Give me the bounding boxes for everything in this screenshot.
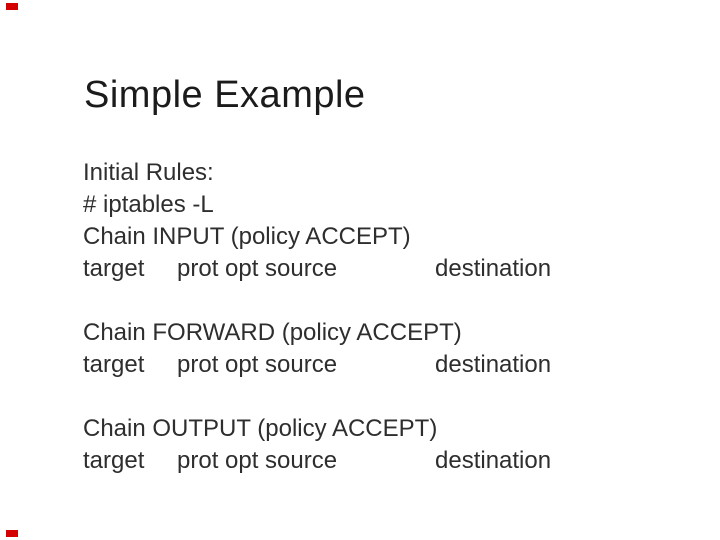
column-prot-opt-source: prot opt source: [177, 351, 338, 378]
column-target: target: [83, 255, 145, 282]
chain-output-header-row: target prot opt source destination: [83, 445, 683, 477]
slide-body: Initial Rules: # iptables -L Chain INPUT…: [83, 157, 683, 477]
red-corner-mark-bottom-left: [6, 530, 18, 537]
column-destination: destination: [435, 351, 552, 378]
chain-output-heading: Chain OUTPUT (policy ACCEPT): [83, 415, 438, 442]
iptables-command-line: # iptables -L: [83, 191, 214, 218]
section-forward-chain: Chain FORWARD (policy ACCEPT) target prot…: [83, 317, 683, 381]
chain-input-heading: Chain INPUT (policy ACCEPT): [83, 223, 411, 250]
column-destination: destination: [435, 255, 552, 282]
chain-input-header-row: target prot opt source destination: [83, 253, 683, 285]
column-target: target: [83, 351, 145, 378]
red-corner-mark-top-left: [6, 3, 18, 10]
section-initial-rules-and-input-chain: Initial Rules: # iptables -L Chain INPUT…: [83, 157, 683, 285]
slide-title: Simple Example: [84, 74, 366, 116]
column-prot-opt-source: prot opt source: [177, 447, 338, 474]
chain-forward-header-row: target prot opt source destination: [83, 349, 683, 381]
column-destination: destination: [435, 447, 552, 474]
chain-forward-heading: Chain FORWARD (policy ACCEPT): [83, 319, 462, 346]
intro-line: Initial Rules:: [83, 159, 214, 186]
column-prot-opt-source: prot opt source: [177, 255, 338, 282]
column-target: target: [83, 447, 145, 474]
section-output-chain: Chain OUTPUT (policy ACCEPT) target prot …: [83, 413, 683, 477]
